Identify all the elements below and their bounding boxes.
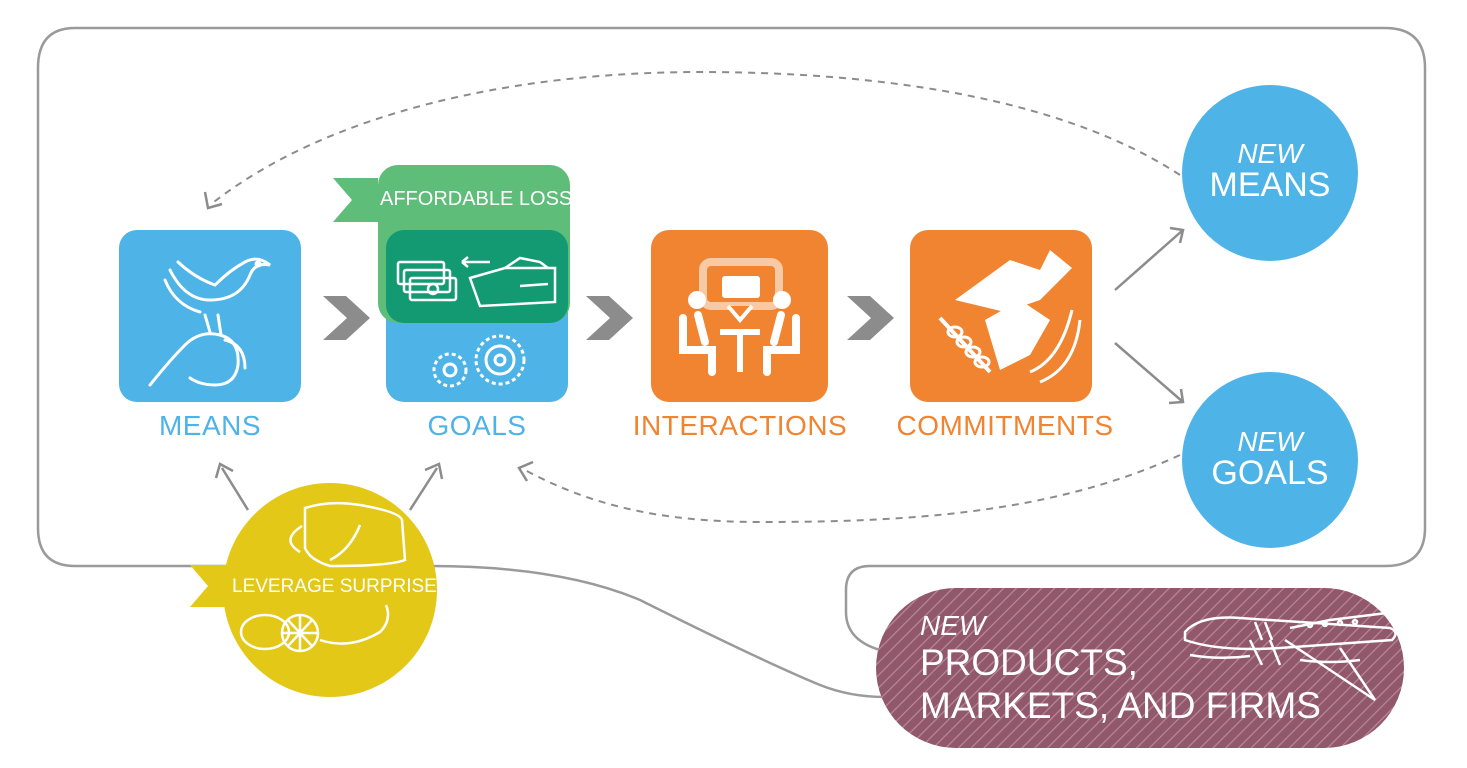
- new-goals-circle: [1182, 372, 1358, 548]
- new-means-label: NEW MEANS: [1182, 138, 1358, 204]
- handshake-icon: [938, 250, 1082, 384]
- outcome-label: NEW PRODUCTS, MARKETS, AND FIRMS: [920, 610, 1321, 726]
- commitments-label: COMMITMENTS: [896, 410, 1114, 441]
- commitments-box: [910, 230, 1092, 402]
- arrowhead-to-goals: [424, 462, 444, 480]
- leverage-surprise-label: LEVERAGE SURPRISE: [232, 576, 437, 597]
- means-box: [119, 230, 301, 402]
- interactions-label: INTERACTIONS: [632, 410, 848, 441]
- outcome-line2: MARKETS, AND FIRMS: [920, 685, 1321, 726]
- arrow-to-means: [220, 467, 250, 511]
- new-goals-label: NEW GOALS: [1182, 426, 1358, 492]
- bird-on-hand-icon: [148, 257, 271, 387]
- new-means-text: MEANS: [1209, 166, 1331, 204]
- people-talking-icon: [679, 258, 800, 376]
- feedback-arrowhead-new-goals: [517, 460, 534, 482]
- outcome-pill: [876, 588, 1404, 748]
- leverage-surprise-badge: [190, 483, 437, 697]
- goals-label: GOALS: [427, 410, 527, 441]
- new-means-prefix: NEW: [1237, 138, 1303, 169]
- feedback-arrow-new-goals: [524, 454, 1181, 524]
- chevron-arrow-2: [586, 296, 633, 340]
- arrowhead-to-means: [214, 462, 234, 479]
- means-label: MEANS: [158, 410, 262, 441]
- interactions-box: [651, 230, 828, 402]
- outcome-line1: PRODUCTS,: [920, 642, 1138, 683]
- money-wallet-icon: [396, 256, 557, 308]
- airplane-icon: [1183, 610, 1397, 702]
- feedback-arrow-new-means: [209, 70, 1181, 206]
- process-frame: [36, 26, 1427, 652]
- arrow-to-new-goals: [1114, 342, 1184, 403]
- chevron-arrow-1: [323, 296, 370, 340]
- lemons-lemonade-icon: [239, 501, 407, 653]
- outcome-prefix: NEW: [920, 610, 986, 641]
- chevron-arrow-3: [847, 296, 894, 340]
- affordable-loss-label: AFFORDABLE LOSS: [380, 188, 573, 210]
- outcome-connector: [429, 564, 886, 699]
- new-means-circle: [1182, 85, 1358, 261]
- gears-icon: [432, 334, 526, 388]
- arrow-to-goals: [408, 467, 439, 511]
- arrowhead-new-goals: [1168, 388, 1185, 405]
- affordable-loss-panel: [333, 165, 570, 323]
- arrowhead-new-means: [1169, 226, 1185, 244]
- feedback-arrowhead-new-means: [203, 191, 223, 210]
- new-goals-text: GOALS: [1211, 454, 1329, 492]
- new-goals-prefix: NEW: [1237, 426, 1303, 457]
- arrow-to-new-means: [1114, 229, 1184, 291]
